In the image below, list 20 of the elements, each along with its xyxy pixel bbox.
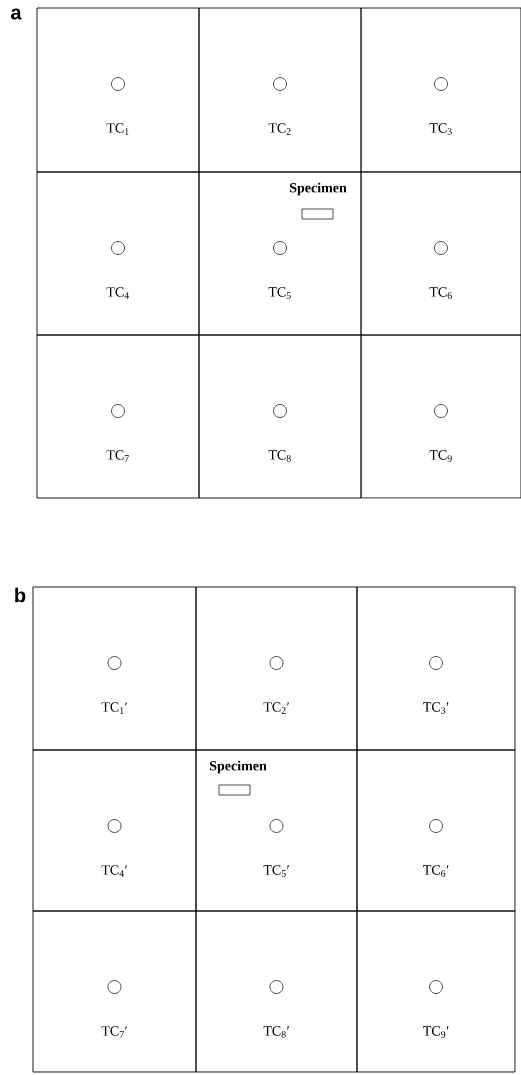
grid-cell: TC$_{4}$: [36, 171, 200, 336]
grid-cell: TC$_{3}$: [360, 7, 521, 173]
grid-cell: TC$_{6}$′: [356, 749, 516, 912]
specimen: Specimen: [289, 182, 347, 220]
node-label: Specimen: [289, 182, 347, 196]
grid-cell: TC$_{7}$′: [32, 910, 197, 1073]
grid-cell: TC$_{8}$: [198, 334, 362, 499]
grid-cell: TC$_{1}$: [36, 7, 200, 173]
grid-cell: TC$_{6}$: [360, 171, 521, 336]
grid-cell: TC$_{9}$: [360, 334, 521, 499]
specimen: Specimen: [209, 760, 267, 796]
grid-cell: TC$_{2}$′: [195, 586, 358, 751]
grid-cell: TC$_{8}$′: [195, 910, 358, 1073]
grid-cell: TC$_{7}$: [36, 334, 200, 499]
grid-cell: TC$_{1}$′: [32, 586, 197, 751]
grid-cell: TC$_{3}$′: [356, 586, 516, 751]
grid-cell: TC$_{4}$′: [32, 749, 197, 912]
grid-cell: TC$_{2}$: [198, 7, 362, 173]
grid-cell: TC$_{9}$′: [356, 910, 516, 1073]
node-label: Specimen: [209, 760, 267, 774]
